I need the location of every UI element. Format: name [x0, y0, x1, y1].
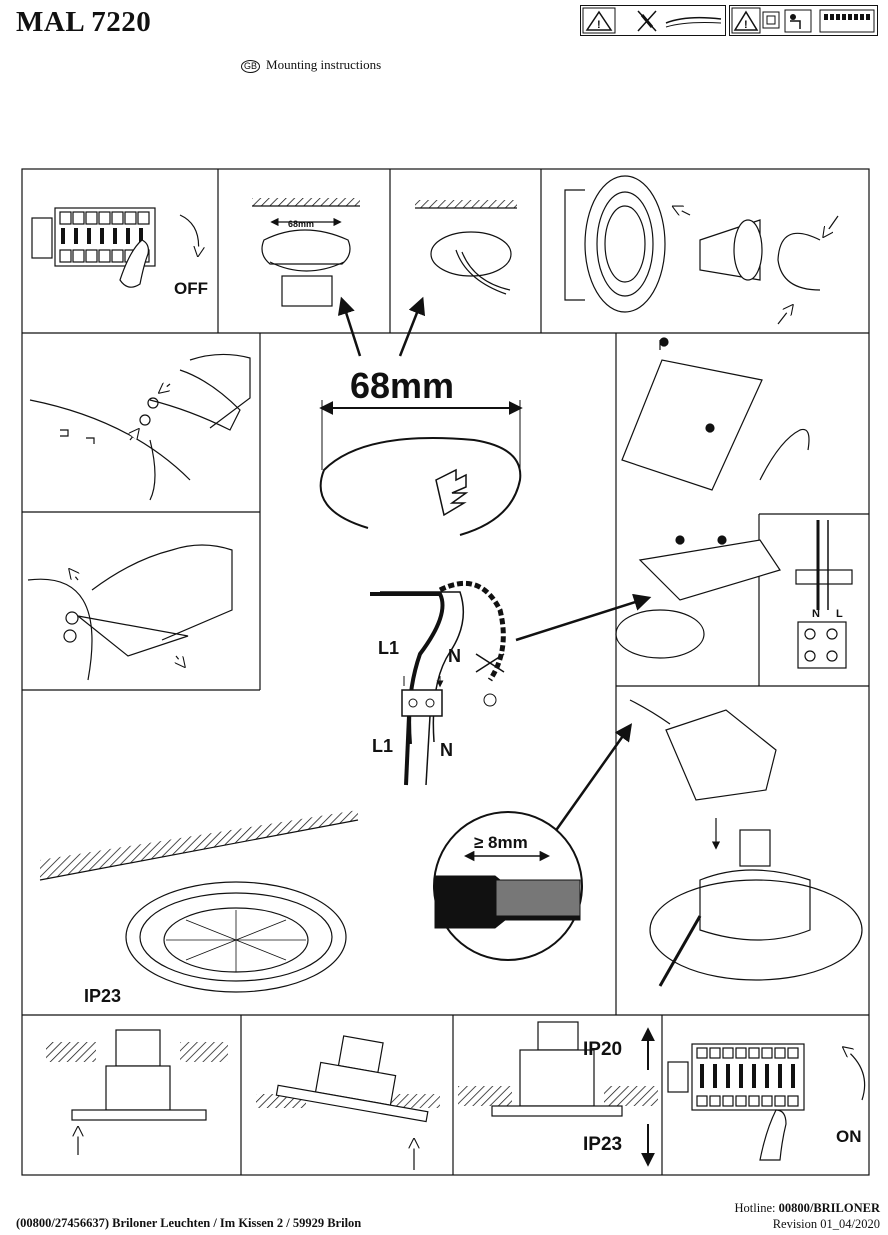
svg-text:!: !	[597, 19, 601, 31]
warning-icons-strip: ! !	[580, 5, 878, 36]
warning-triangle-icon: !	[582, 7, 616, 34]
panel-junction-box	[615, 337, 810, 659]
center-cutout	[319, 296, 523, 536]
fuse-box-icon	[819, 9, 875, 33]
warning-triangle-icon: !	[731, 7, 761, 34]
panel-grid	[21, 168, 870, 1176]
hotline-label: Hotline:	[734, 1201, 776, 1215]
ip23-main-label: IP23	[84, 986, 121, 1006]
panel-install-step-2	[256, 1035, 440, 1170]
panel-install-step-3	[458, 1021, 658, 1167]
footer-address: (00800/27456637) Briloner Leuchten / Im …	[16, 1216, 362, 1230]
l1-bottom-label: L1	[372, 736, 393, 756]
cutout-dimension-label: 68mm	[350, 365, 454, 406]
panel-lamp-connect	[629, 699, 863, 987]
svg-text:!: !	[744, 19, 748, 31]
center-wiring	[370, 580, 652, 786]
footer-info: Hotline: 00800/BRILONER Revision 01_04/2…	[735, 1200, 881, 1232]
terminal-l-label: L	[836, 608, 843, 620]
language-badge: GB	[241, 60, 261, 73]
off-label: OFF	[174, 279, 208, 298]
panel-lamp-insert	[564, 175, 839, 325]
panel-switch-on	[667, 1043, 866, 1161]
installer-icon	[784, 9, 812, 33]
hotline-value: 00800/BRILONER	[778, 1201, 880, 1215]
strip-length-label: ≥ 8mm	[474, 833, 528, 852]
ip23-bottom-label: IP23	[583, 1134, 622, 1155]
revision-text: Revision 01_04/2020	[772, 1217, 880, 1231]
panel-clip-release	[27, 544, 233, 681]
cable-icon	[665, 16, 722, 28]
panel-mounted-lamp	[39, 810, 359, 993]
no-tools-icon	[637, 10, 657, 32]
on-label: ON	[836, 1127, 862, 1146]
subtitle: GB Mounting instructions	[241, 57, 381, 73]
panel-ceiling-hole	[415, 200, 517, 295]
n-top-label: N	[448, 646, 461, 666]
panel-switch-off	[31, 207, 199, 288]
panel-terminal-inset	[795, 520, 853, 669]
l1-top-label: L1	[378, 638, 399, 658]
strip-length-detail	[433, 723, 633, 961]
n-bottom-label: N	[440, 740, 453, 760]
subtitle-text: Mounting instructions	[266, 57, 382, 72]
ip20-label: IP20	[583, 1039, 622, 1060]
panel-ceiling-measure	[252, 198, 360, 307]
class-ii-icon	[762, 11, 780, 29]
panel-spring-clip	[29, 353, 251, 501]
model-title: MAL 7220	[16, 6, 152, 38]
terminal-n-label: N	[812, 608, 820, 620]
panel-install-step-1	[46, 1029, 228, 1155]
cutout-small-label: 68mm	[288, 219, 314, 229]
